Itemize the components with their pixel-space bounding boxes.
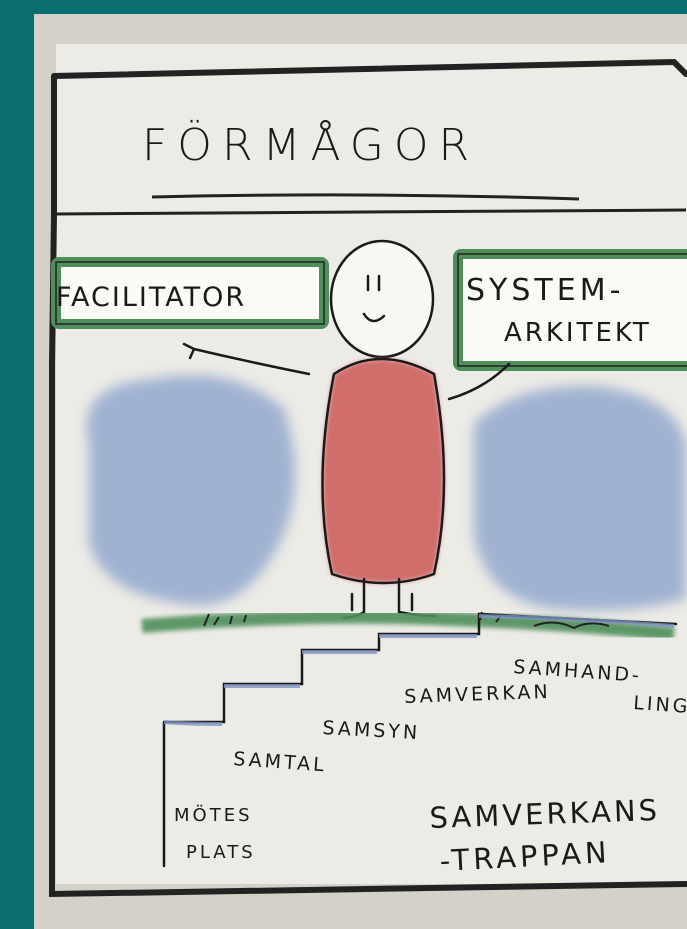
systemarkitekt-box: [453, 249, 687, 371]
poster-drawing: [49, 58, 687, 898]
systemarkitekt-label-line2: ARKITEKT: [504, 318, 652, 348]
stick-figure: [182, 239, 511, 620]
step-motesplats-line1: MÖTES: [174, 805, 253, 826]
grass-strip: [141, 609, 675, 641]
blue-cloud-left: [86, 375, 296, 606]
title-underline: [151, 193, 580, 201]
step-samsyn: SAMSYN: [321, 717, 421, 745]
systemarkitekt-label-line1: SYSTEM-: [466, 273, 625, 308]
facilitator-label: FACILITATOR: [56, 282, 247, 313]
caption-line1: SAMVERKANS: [428, 792, 661, 835]
figure-eyes: [366, 274, 381, 292]
caption-line2: -TRAPPAN: [438, 835, 612, 878]
step-samverkan: SAMVERKAN: [403, 680, 551, 708]
facilitator-box: [51, 257, 329, 329]
step-samhandling-line2: LING: [632, 692, 687, 718]
figure-body-fill: [322, 359, 444, 583]
figure-arm-left: [192, 347, 311, 376]
poster-border: [49, 58, 687, 898]
step-motesplats-line2: PLATS: [186, 842, 256, 863]
figure-smile: [362, 312, 386, 323]
figure-arm-right: [447, 362, 511, 401]
figure-head: [329, 239, 435, 359]
poster-title: FÖRMÅGOR: [142, 120, 480, 171]
blue-cloud-right: [474, 385, 686, 611]
flipchart-photo: FÖRMÅGOR FACILITATOR SYSTEM- ARKITEKT SA…: [34, 14, 687, 929]
figure-body: [321, 357, 446, 585]
